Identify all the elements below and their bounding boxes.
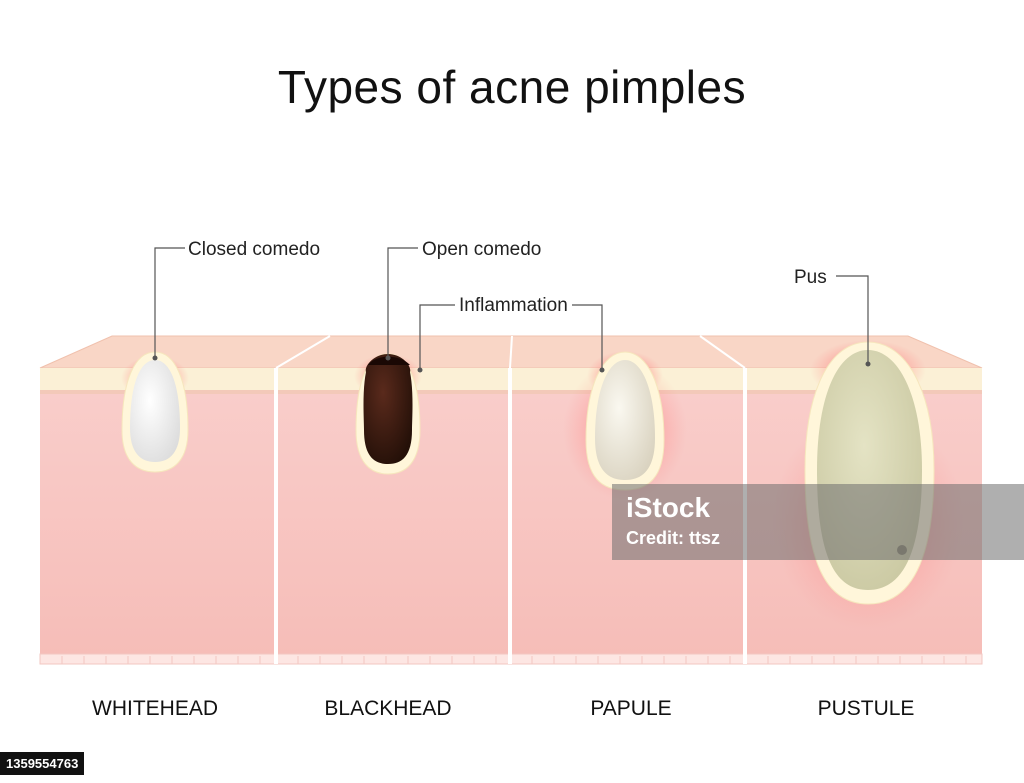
watermark-credit: Credit: ttsz bbox=[626, 528, 720, 548]
watermark-banner: iStock Credit: ttsz bbox=[612, 484, 1024, 560]
bottom-ticks bbox=[61, 656, 967, 664]
type-label-whitehead: WHITEHEAD bbox=[92, 697, 218, 720]
diagram-title: Types of acne pimples bbox=[277, 61, 747, 113]
watermark-brand: iStock bbox=[626, 492, 711, 523]
inflammation-label: Inflammation bbox=[459, 295, 568, 316]
pus-label: Pus bbox=[794, 267, 827, 288]
papule-follicle bbox=[563, 351, 687, 500]
blackhead-follicle bbox=[354, 353, 422, 475]
closed-comedo-label: Closed comedo bbox=[188, 239, 320, 260]
whitehead-follicle bbox=[121, 351, 189, 473]
open-comedo-label: Open comedo bbox=[422, 239, 541, 260]
type-label-papule: PAPULE bbox=[590, 697, 671, 720]
type-label-blackhead: BLACKHEAD bbox=[324, 697, 451, 720]
callout-leaders bbox=[152, 247, 871, 373]
type-label-pustule: PUSTULE bbox=[818, 697, 915, 720]
stock-id-badge: 1359554763 bbox=[0, 752, 85, 775]
